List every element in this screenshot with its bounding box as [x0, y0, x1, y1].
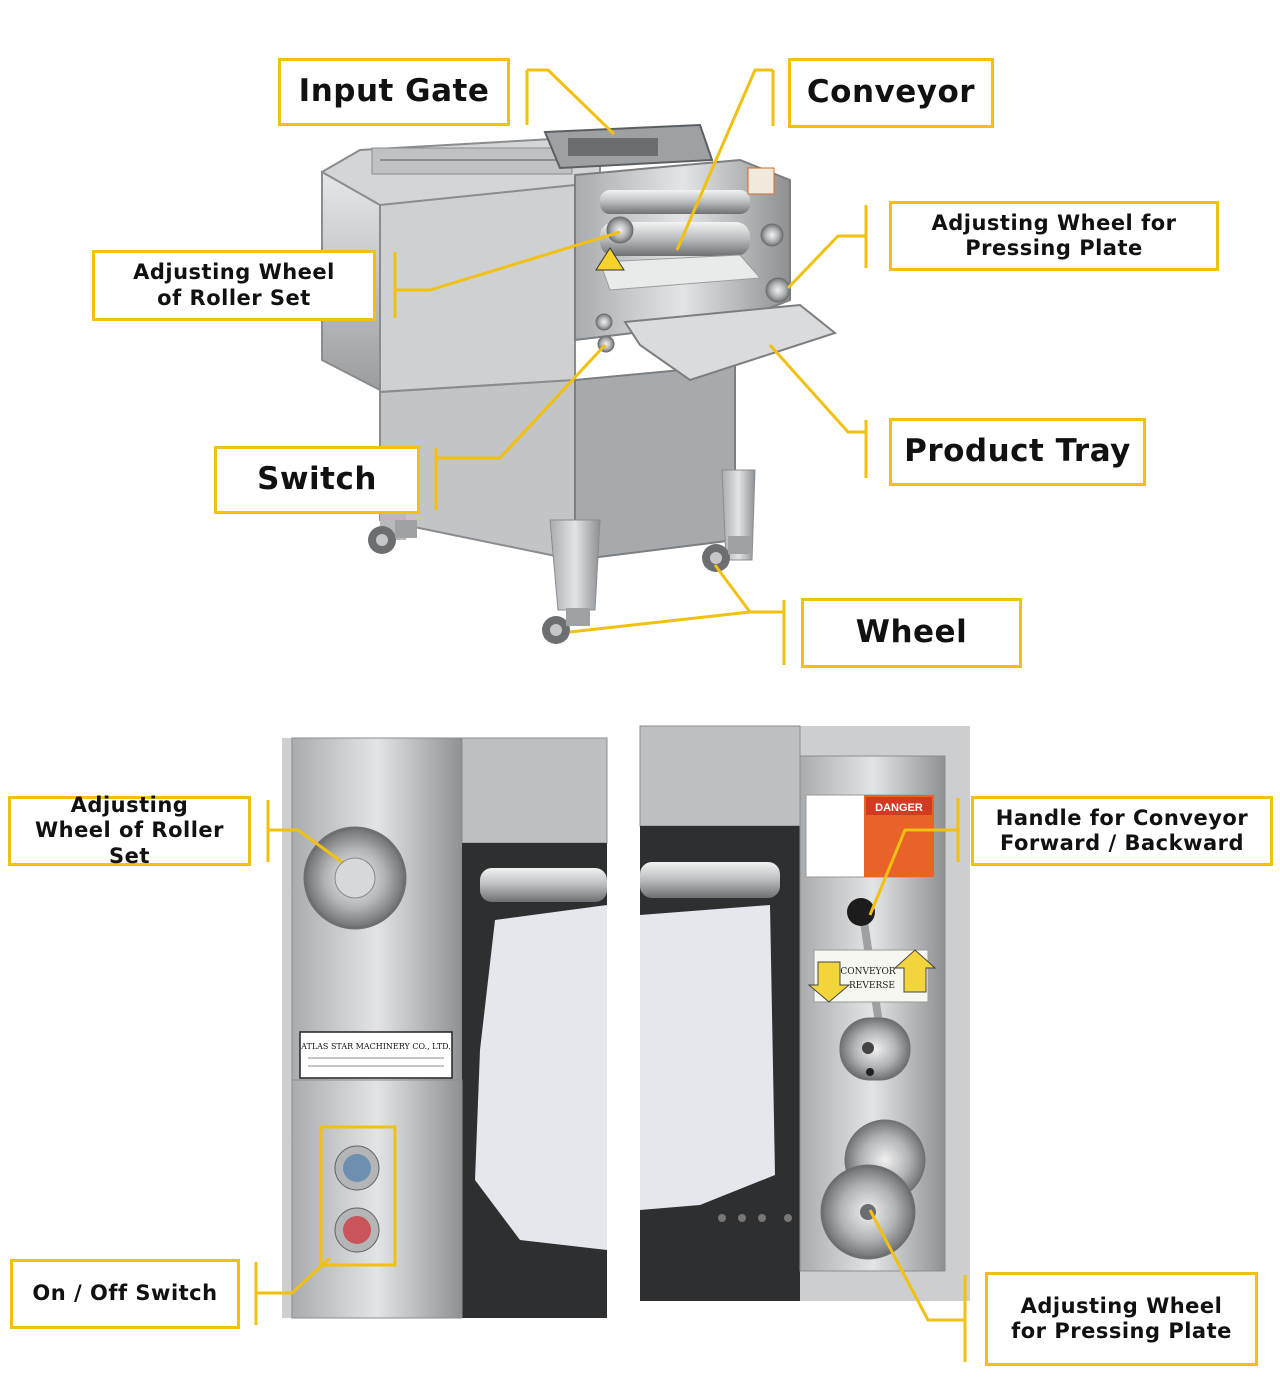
closeup-right: DANGER CONVEYOR REVERSE: [639, 725, 970, 1301]
caster-wheel: [702, 536, 752, 572]
caster-wheel: [542, 608, 590, 644]
label-adjusting-wheel-pressing-plate-bottom: Adjusting Wheel for Pressing Plate: [985, 1272, 1258, 1366]
reverse-text-1: CONVEYOR: [840, 967, 896, 977]
machine-leg: [549, 519, 601, 611]
label-conveyor: Conveyor: [788, 58, 994, 128]
top-machine: [321, 123, 838, 644]
closeup-right-roller: [640, 862, 780, 898]
conveyor-belt: [599, 254, 762, 291]
label-product-tray: Product Tray: [889, 418, 1146, 486]
label-handle-conveyor: Handle for Conveyor Forward / Backward: [971, 796, 1273, 866]
roller-lower: [600, 222, 750, 256]
label-adjusting-wheel-roller-set-bottom: Adjusting Wheel of Roller Set: [8, 793, 251, 868]
leader-lines: [254, 68, 967, 1362]
lever-ball: [847, 898, 875, 926]
label-wheel: Wheel: [801, 598, 1022, 668]
roller-upper: [600, 190, 750, 214]
label-switch: Switch: [214, 446, 420, 514]
label-adjusting-wheel-pressing-plate-top: Adjusting Wheel for Pressing Plate: [889, 201, 1219, 271]
pressing-plate-knob: [760, 223, 784, 247]
label-adjusting-wheel-roller-set-top: Adjusting Wheel of Roller Set: [92, 250, 376, 321]
switch-highlight-box: [319, 1125, 397, 1267]
roller-set-knob: [606, 216, 634, 244]
label-on-off-switch: On / Off Switch: [10, 1259, 240, 1329]
warning-triangle: [595, 247, 625, 271]
company-nameplate-text: ATLAS STAR MACHINERY CO., LTD.: [300, 1042, 451, 1051]
closeup-left-film: [475, 905, 607, 1250]
label-input-gate: Input Gate: [278, 58, 510, 126]
reverse-text-2: REVERSE: [849, 981, 895, 991]
warning-sticker: [747, 167, 775, 195]
closeup-left-roller: [480, 868, 607, 902]
closeup-right-film: [640, 905, 775, 1210]
product-tray: [623, 303, 838, 382]
closeup-left: ATLAS STAR MACHINERY CO., LTD.: [282, 737, 608, 1319]
pressing-plate-knob: [765, 277, 791, 303]
danger-text: DANGER: [875, 802, 923, 814]
company-nameplate: [299, 1031, 453, 1079]
caster-wheel: [368, 520, 417, 554]
switch-knob: [595, 313, 613, 331]
